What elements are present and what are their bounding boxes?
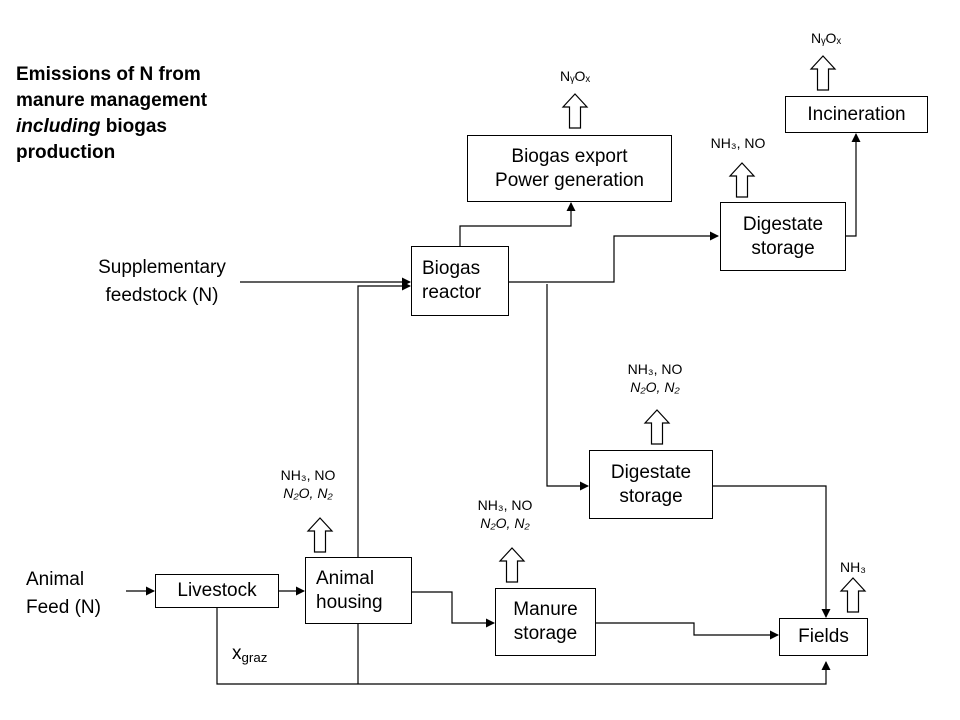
manure-storage-box: Manure storage bbox=[495, 588, 596, 656]
manure-emission-arrow-icon bbox=[498, 547, 526, 583]
livestock-box: Livestock bbox=[155, 574, 279, 608]
fields-emissions: NH₃ bbox=[793, 558, 913, 576]
manure-storage-emissions: NH₃, NO N₂O, N₂ bbox=[445, 496, 565, 532]
title-line-4: production bbox=[16, 142, 116, 163]
title-italic-word: including bbox=[16, 116, 101, 137]
title-line-3: including biogas bbox=[16, 114, 207, 140]
animal-housing-line-1: Animal bbox=[316, 567, 375, 589]
manure-storage-line-1: Manure bbox=[513, 599, 578, 620]
arrow-housing-to-manure bbox=[412, 591, 495, 628]
supplementary-line-2: feedstock (N) bbox=[105, 285, 219, 306]
arrow-manure-to-fields bbox=[596, 622, 779, 640]
manure-storage-line-2: storage bbox=[513, 623, 578, 644]
emission-n2o-n2: N₂O, N₂ bbox=[630, 379, 680, 395]
animal-feed-line-2: Feed (N) bbox=[26, 597, 101, 618]
title-line-1: Emissions of N from bbox=[16, 64, 201, 85]
digestate-mid-emissions: NH₃, NO N₂O, N₂ bbox=[595, 360, 715, 396]
digestate-mid-line-1: Digestate bbox=[610, 461, 692, 483]
digestate-top-emissions: NH₃, NO bbox=[678, 134, 798, 152]
digestate-top-line-2: storage bbox=[751, 237, 815, 259]
xgraz-subscript: graz bbox=[241, 650, 268, 665]
animal-feed-line-1: Animal bbox=[26, 569, 85, 590]
title-line-2: manure management bbox=[16, 90, 208, 111]
supplementary-line-1: Supplementary bbox=[98, 257, 226, 278]
animal-feed-label: Animal Feed (N) bbox=[26, 566, 126, 622]
biogas-export-emissions: NᵧOₓ bbox=[515, 67, 635, 85]
emission-nyox: NᵧOₓ bbox=[559, 68, 591, 84]
housing-emissions: NH₃, NO N₂O, N₂ bbox=[248, 466, 368, 502]
emission-nh3-no: NH₃, NO bbox=[627, 361, 683, 377]
fields-emission-arrow-icon bbox=[839, 577, 867, 613]
digestate-top-emission-arrow-icon bbox=[728, 162, 756, 198]
arrow-reactor-to-digestate-top bbox=[509, 231, 719, 283]
emission-nh3-no: NH₃, NO bbox=[710, 135, 766, 151]
incineration-box: Incineration bbox=[785, 96, 928, 133]
housing-emission-arrow-icon bbox=[306, 517, 334, 553]
arrow-digestate-top-to-incineration bbox=[846, 133, 861, 237]
arrow-grazing-to-fields bbox=[216, 607, 831, 685]
line-housing-to-reactor bbox=[357, 281, 411, 684]
emission-n2o-n2: N₂O, N₂ bbox=[283, 485, 333, 501]
biogas-export-line-1: Biogas export bbox=[511, 145, 628, 167]
digestate-mid-line-2: storage bbox=[619, 485, 683, 507]
biogas-export-line-2: Power generation bbox=[495, 169, 644, 191]
emission-n2o-n2: N₂O, N₂ bbox=[480, 515, 530, 531]
emission-nh3-no: NH₃, NO bbox=[477, 497, 533, 513]
fields-box: Fields bbox=[779, 618, 868, 656]
digestate-mid-emission-arrow-icon bbox=[643, 409, 671, 445]
incineration-emissions: NᵧOₓ bbox=[766, 29, 886, 47]
incineration-emission-arrow-icon bbox=[809, 55, 837, 91]
xgraz-label: xgraz bbox=[232, 640, 267, 669]
diagram-title: Emissions of N from manure management in… bbox=[16, 62, 207, 166]
arrow-digestate-mid-to-fields bbox=[713, 485, 831, 618]
animal-housing-line-2: housing bbox=[316, 591, 383, 613]
digestate-top-line-1: Digestate bbox=[742, 213, 824, 235]
arrow-reactor-to-export bbox=[459, 202, 576, 246]
incineration-label: Incineration bbox=[807, 103, 906, 125]
emission-nyox: NᵧOₓ bbox=[810, 30, 842, 46]
title-line-3-rest: biogas bbox=[100, 116, 167, 137]
supplementary-feedstock-label: Supplementary feedstock (N) bbox=[72, 254, 252, 310]
emission-nh3-no: NH₃, NO bbox=[280, 467, 336, 483]
emission-nh3: NH₃ bbox=[840, 559, 866, 575]
biogas-reactor-line-1: Biogas bbox=[422, 258, 481, 279]
biogas-reactor-line-2: reactor bbox=[422, 282, 482, 303]
arrow-reactor-to-digestate-mid bbox=[546, 284, 589, 491]
fields-label: Fields bbox=[798, 626, 849, 647]
xgraz-main: x bbox=[232, 643, 242, 664]
biogas-export-emission-arrow-icon bbox=[561, 93, 589, 129]
biogas-reactor-box: Biogas reactor bbox=[411, 246, 509, 316]
livestock-label: Livestock bbox=[177, 580, 257, 601]
